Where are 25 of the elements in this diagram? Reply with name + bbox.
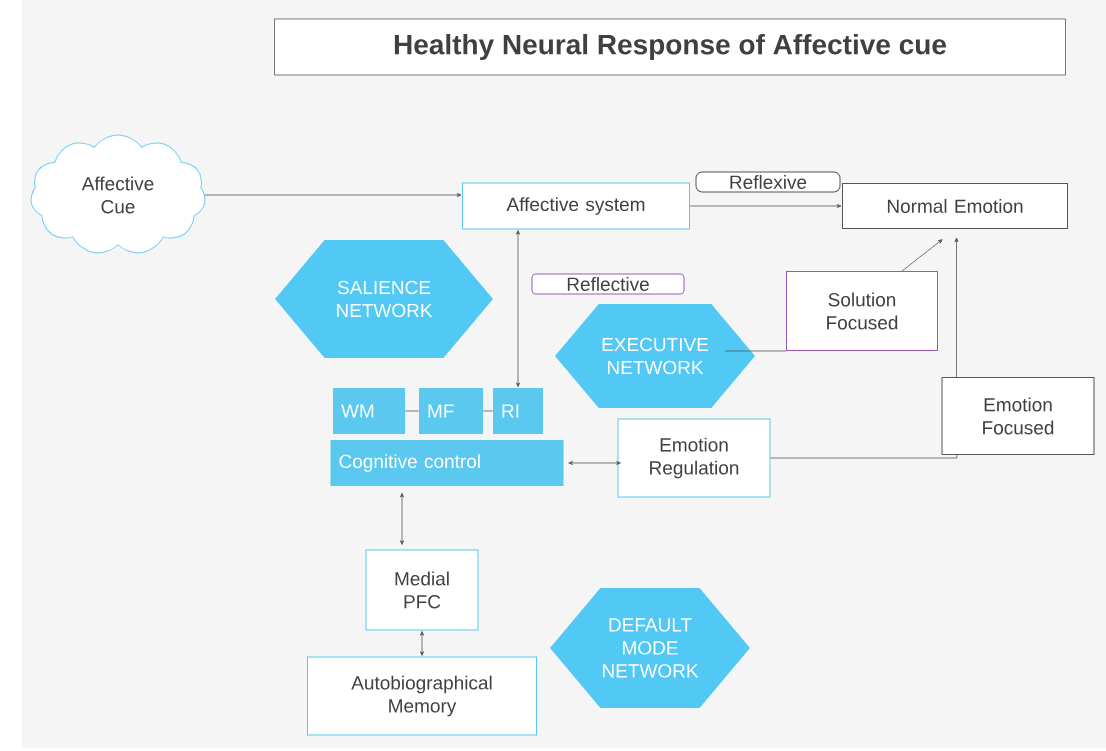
component-box: MF [419, 388, 483, 434]
process-box: Autobiographical Memory [307, 656, 537, 736]
process-box: Normal Emotion [842, 183, 1068, 229]
arrow [954, 237, 959, 378]
component-box: WM [333, 388, 405, 434]
title-box: Healthy Neural Response of Affective cue [274, 18, 1066, 76]
network-hexagon: SALIENCE NETWORK [275, 240, 493, 358]
arrow [901, 239, 943, 272]
process-box: Emotion Regulation [617, 418, 771, 498]
network-hexagon: DEFAULT MODE NETWORK [550, 588, 750, 708]
arrow [420, 631, 424, 656]
arrow [568, 461, 621, 465]
arrow [516, 230, 520, 388]
arrow [689, 204, 842, 208]
component-box: Cognitive control [330, 440, 564, 486]
edge-label: Reflective [531, 273, 685, 295]
process-box: Affective system [462, 182, 690, 230]
network-hexagon: EXECUTIVE NETWORK [555, 304, 755, 408]
edge-label: Reflexive [695, 171, 841, 193]
component-box: RI [493, 388, 543, 434]
process-box: Solution Focused [786, 271, 938, 351]
arrow [400, 492, 404, 545]
process-box: Emotion Focused [941, 377, 1095, 455]
process-box: Medial PFC [365, 549, 479, 631]
arrow [204, 193, 462, 197]
